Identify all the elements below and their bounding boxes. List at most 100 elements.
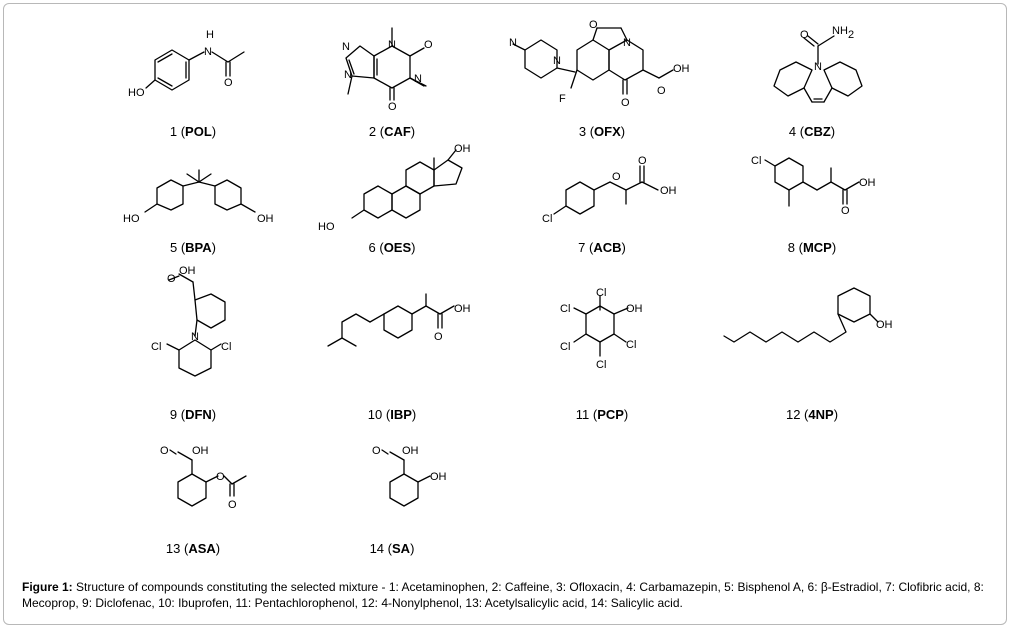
bond-line — [157, 77, 173, 87]
bond-line — [194, 319, 198, 337]
bond-line — [192, 281, 196, 301]
bond-line — [166, 343, 180, 351]
atom-label: OH — [876, 319, 893, 331]
atom-label: N — [553, 55, 561, 67]
atom-label: Cl — [596, 359, 606, 371]
atom-label: Cl — [151, 341, 161, 353]
structure-4: O NH 2 N — [773, 25, 863, 103]
atom-label: O — [372, 445, 381, 457]
atom-label: HO — [123, 213, 140, 225]
atom-label: O — [388, 101, 397, 113]
structure-14: O OH OH — [372, 445, 447, 507]
structure-11: Cl OH Cl Cl Cl Cl — [560, 287, 643, 371]
atom-label: N — [414, 73, 422, 85]
bond-line — [341, 337, 357, 347]
atom-label: NH — [832, 25, 848, 37]
bond-line — [345, 45, 375, 79]
bond-line — [447, 149, 457, 161]
structure-8: Cl O OH — [751, 155, 876, 217]
bond-line — [807, 35, 819, 45]
bond-line — [774, 157, 804, 191]
bond-line — [214, 179, 242, 211]
bond-line — [156, 179, 184, 211]
bond-line — [573, 307, 587, 315]
atom-label: N — [204, 46, 212, 58]
structure-10: O OH — [327, 293, 471, 347]
bond-line — [837, 287, 871, 323]
structure-6: OH HO — [318, 143, 471, 233]
bond-line — [803, 87, 813, 103]
bond-line — [573, 333, 587, 343]
atom-label: OH — [454, 303, 471, 315]
atom-label: OH — [179, 265, 196, 277]
atom-label: OH — [430, 471, 447, 483]
bond-line — [425, 305, 441, 315]
bond-line — [609, 181, 627, 191]
compound-label: 1 (POL) — [169, 124, 217, 139]
bond-line — [198, 181, 216, 187]
compound-label: 10 (IBP) — [367, 407, 417, 422]
atom-label: OH — [673, 63, 690, 75]
atom-label: Cl — [560, 341, 570, 353]
atom-label: Cl — [596, 287, 606, 299]
caption-lead: Figure 1: — [22, 580, 73, 594]
bond-line — [576, 39, 610, 81]
bond-line — [169, 449, 177, 455]
bond-line — [620, 27, 628, 41]
atom-label: HO — [318, 221, 335, 233]
bond-line — [194, 293, 226, 329]
compound-label: 9 (DFN) — [169, 407, 217, 422]
bond-line — [803, 37, 815, 47]
bond-line — [556, 67, 576, 73]
atom-label: Cl — [542, 213, 552, 225]
bond-line — [363, 185, 393, 219]
bond-line — [802, 181, 818, 191]
bond-line — [642, 69, 660, 79]
bond-line — [593, 181, 611, 191]
atom-label: OH — [859, 177, 876, 189]
bond-line — [592, 27, 598, 41]
bond-line — [553, 205, 567, 215]
bond-line — [381, 449, 389, 455]
compound-label: 11 (PCP) — [575, 407, 629, 422]
bond-line — [177, 451, 193, 461]
structure-2: N N N N O O — [342, 27, 433, 113]
bond-line — [439, 305, 455, 315]
bond-line — [405, 161, 435, 195]
atom-label: O — [657, 85, 666, 97]
atom-label: Cl — [751, 155, 761, 167]
bond-line — [389, 451, 405, 461]
bond-line — [178, 339, 212, 377]
atom-label: O — [224, 77, 233, 89]
atom-label: O — [228, 499, 237, 511]
bond-line — [205, 475, 219, 483]
atom-label: OH — [402, 445, 419, 457]
atom-label: O — [434, 331, 443, 343]
atom-label: N — [388, 39, 396, 51]
atom-label: O — [841, 205, 850, 217]
bond-line — [816, 181, 832, 191]
atom-label: N — [191, 331, 199, 343]
atom-label: OH — [454, 143, 471, 155]
bond-line — [409, 47, 425, 57]
bond-line — [389, 473, 419, 507]
caption-text: Structure of compounds constituting the … — [22, 580, 984, 610]
atom-label: OH — [257, 213, 274, 225]
figure-caption: Figure 1: Structure of compounds constit… — [22, 579, 992, 611]
bond-line — [223, 475, 233, 485]
atom-label: O — [612, 171, 621, 183]
bond-line — [570, 69, 578, 89]
bond-line — [210, 343, 222, 351]
bond-line — [391, 185, 421, 219]
atom-label: OH — [660, 185, 677, 197]
atom-label: 2 — [848, 29, 854, 41]
structure-12: OH — [723, 287, 893, 343]
atom-label: O — [216, 471, 225, 483]
atom-label: N — [814, 61, 822, 73]
structure-9: O OH N Cl Cl — [151, 265, 231, 377]
bond-line — [351, 209, 365, 219]
bond-line — [369, 313, 385, 323]
figure-frame — [3, 3, 1007, 625]
bond-line — [348, 59, 355, 75]
bond-line — [186, 173, 200, 183]
